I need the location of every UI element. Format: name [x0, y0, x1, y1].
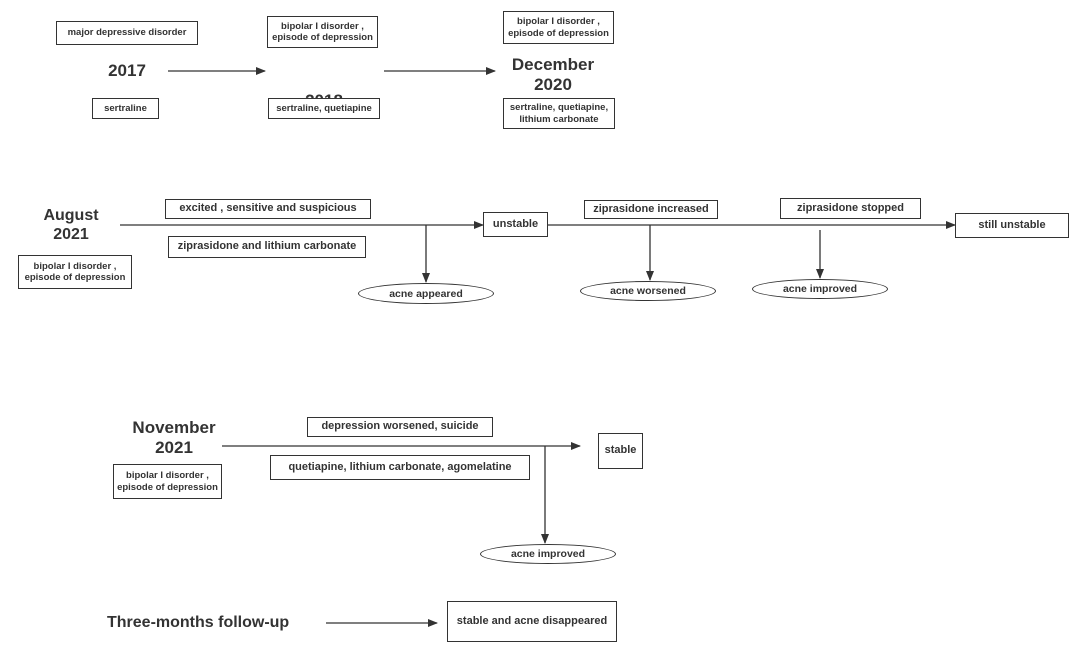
followup-label: Three-months follow-up — [107, 614, 290, 631]
acne-improved-oval-2: acne improved — [480, 544, 616, 564]
diagnosis-2017-box: major depressive disorder — [56, 21, 198, 45]
acne-improved-oval-1: acne improved — [752, 279, 888, 299]
symptoms-november-box: depression worsened, suicide — [307, 417, 493, 437]
diagnosis-2018-box: bipolar I disorder ,episode of depressio… — [267, 16, 378, 48]
medication-2020-box: sertraline, quetiapine,lithium carbonate — [503, 98, 615, 129]
medication-2018-box: sertraline, quetiapine — [268, 98, 380, 119]
stable-box: stable — [598, 433, 643, 469]
symptoms-august-box: excited , sensitive and suspicious — [165, 199, 371, 219]
followup-result-box: stable and acne disappeared — [447, 601, 617, 642]
diagnosis-2020-box: bipolar I disorder ,episode of depressio… — [503, 11, 614, 44]
year-2017-label: 2017 — [108, 61, 146, 80]
diagnosis-august-box: bipolar I disorder ,episode of depressio… — [18, 255, 132, 289]
acne-worsened-oval: acne worsened — [580, 281, 716, 301]
medication-2017-box: sertraline — [92, 98, 159, 119]
unstable-box: unstable — [483, 212, 548, 237]
acne-appeared-oval: acne appeared — [358, 283, 494, 304]
medication-august-box: ziprasidone and lithium carbonate — [168, 236, 366, 258]
ziprasidone-increased-box: ziprasidone increased — [584, 200, 718, 219]
still-unstable-box: still unstable — [955, 213, 1069, 238]
ziprasidone-stopped-box: ziprasidone stopped — [780, 198, 921, 219]
medication-november-box: quetiapine, lithium carbonate, agomelati… — [270, 455, 530, 480]
diagnosis-november-box: bipolar I disorder ,episode of depressio… — [113, 464, 222, 499]
